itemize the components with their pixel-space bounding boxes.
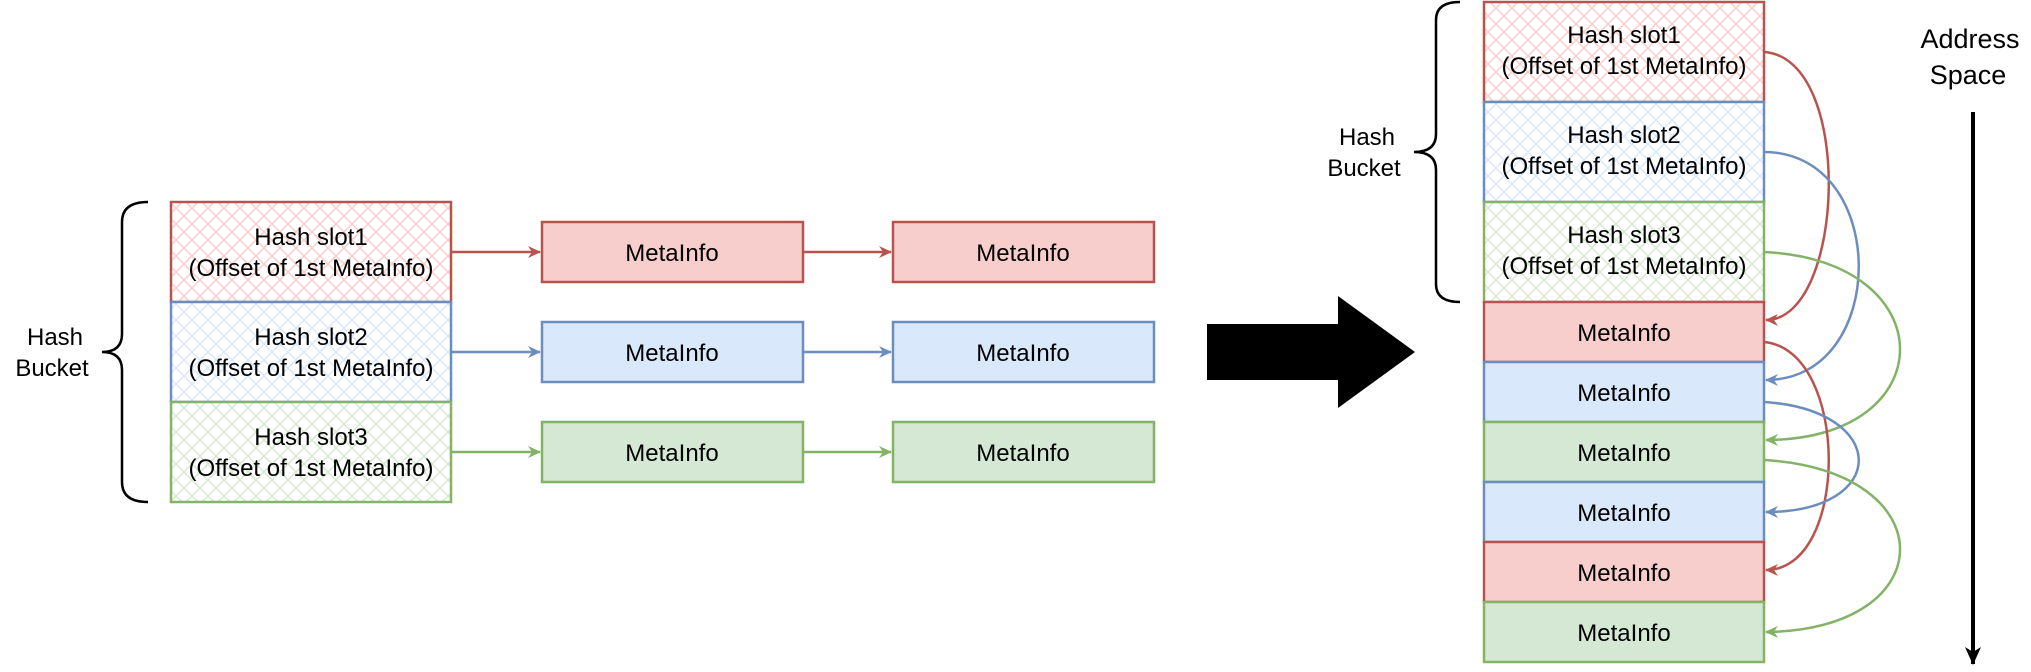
right-metainfo-5-label: MetaInfo bbox=[1577, 560, 1670, 587]
left-slot-3-line1: Hash slot3 bbox=[254, 424, 367, 451]
right-metainfo-4: MetaInfo bbox=[1482, 480, 1766, 544]
right-hash-slot-2: Hash slot2 (Offset of 1st MetaInfo) bbox=[1482, 100, 1766, 204]
left-metainfo-red-2 bbox=[891, 220, 1156, 284]
left-metainfo-green-2-label: MetaInfo bbox=[976, 440, 1069, 467]
left-slot-2-line1: Hash slot2 bbox=[254, 324, 367, 351]
right-bucket-brace bbox=[1413, 0, 1461, 304]
right-metainfo-1-label: MetaInfo bbox=[1577, 320, 1670, 347]
right-bucket-label-line1: Hash bbox=[1339, 124, 1395, 151]
right-metainfo-2-label: MetaInfo bbox=[1577, 380, 1670, 407]
right-slot-1-line2: (Offset of 1st MetaInfo) bbox=[1502, 53, 1747, 80]
right-metainfo-3: MetaInfo bbox=[1482, 420, 1766, 484]
right-metainfo-5: MetaInfo bbox=[1482, 540, 1766, 604]
left-metainfo-blue-2-label: MetaInfo bbox=[976, 340, 1069, 367]
address-space-label-line1: Address bbox=[1920, 24, 2019, 54]
address-space-label-line2: Space bbox=[1930, 60, 2007, 90]
left-metainfo-green-1-label: MetaInfo bbox=[625, 440, 718, 467]
left-diagram: Hash Bucket Hash slot1 (Offset of 1st Me… bbox=[15, 200, 1156, 504]
right-bucket-label-line2: Bucket bbox=[1327, 155, 1401, 182]
left-hash-slot-2: Hash slot2 (Offset of 1st MetaInfo) bbox=[169, 300, 453, 404]
left-bucket-label-line1: Hash bbox=[27, 324, 83, 351]
pointer-red-slot-to-meta1 bbox=[1763, 50, 1830, 326]
pointer-blue-meta2-to-meta4 bbox=[1763, 400, 1860, 518]
left-chain-red: MetaInfo MetaInfo bbox=[451, 220, 1156, 284]
left-hash-slot-3: Hash slot3 (Offset of 1st MetaInfo) bbox=[169, 400, 453, 504]
right-hash-slot-3: Hash slot3 (Offset of 1st MetaInfo) bbox=[1482, 200, 1766, 304]
left-slot-1-line2: (Offset of 1st MetaInfo) bbox=[189, 255, 434, 282]
right-metainfo-2: MetaInfo bbox=[1482, 360, 1766, 424]
right-metainfo-3-label: MetaInfo bbox=[1577, 440, 1670, 467]
left-metainfo-red-2-label: MetaInfo bbox=[976, 240, 1069, 267]
pointer-red-meta1-to-meta5 bbox=[1763, 340, 1830, 576]
right-slot-1-line1: Hash slot1 bbox=[1567, 22, 1680, 49]
right-diagram: Hash Bucket Hash slot1 (Offset of 1st Me… bbox=[1327, 0, 2020, 665]
right-metainfo-4-label: MetaInfo bbox=[1577, 500, 1670, 527]
right-slot-2-line2: (Offset of 1st MetaInfo) bbox=[1502, 153, 1747, 180]
pointer-green-slot-to-meta3 bbox=[1763, 250, 1902, 446]
big-right-arrow-icon bbox=[1207, 296, 1415, 408]
left-metainfo-blue-1-label: MetaInfo bbox=[625, 340, 718, 367]
left-metainfo-blue-1 bbox=[540, 320, 805, 384]
pointer-blue-slot-to-meta2 bbox=[1763, 150, 1860, 386]
left-metainfo-red-1-label: MetaInfo bbox=[625, 240, 718, 267]
right-metainfo-1: MetaInfo bbox=[1482, 300, 1766, 364]
left-slot-3-line2: (Offset of 1st MetaInfo) bbox=[189, 455, 434, 482]
right-slot-2-line1: Hash slot2 bbox=[1567, 122, 1680, 149]
left-bucket-brace bbox=[101, 200, 149, 504]
right-metainfo-6-label: MetaInfo bbox=[1577, 620, 1670, 647]
right-slot-3-line2: (Offset of 1st MetaInfo) bbox=[1502, 253, 1747, 280]
left-slot-2-line2: (Offset of 1st MetaInfo) bbox=[189, 355, 434, 382]
left-chain-green: MetaInfo MetaInfo bbox=[451, 420, 1156, 484]
pointer-green-meta3-to-meta6 bbox=[1763, 458, 1902, 638]
left-slot-1-line1: Hash slot1 bbox=[254, 224, 367, 251]
right-slot-3-line1: Hash slot3 bbox=[1567, 222, 1680, 249]
right-metainfo-6: MetaInfo bbox=[1482, 600, 1766, 664]
right-hash-slot-1: Hash slot1 (Offset of 1st MetaInfo) bbox=[1482, 0, 1766, 104]
left-hash-slot-1: Hash slot1 (Offset of 1st MetaInfo) bbox=[169, 200, 453, 304]
left-bucket-label-line2: Bucket bbox=[15, 355, 89, 382]
left-chain-blue: MetaInfo MetaInfo bbox=[451, 320, 1156, 384]
left-metainfo-green-2 bbox=[891, 420, 1156, 484]
left-metainfo-blue-2 bbox=[891, 320, 1156, 384]
